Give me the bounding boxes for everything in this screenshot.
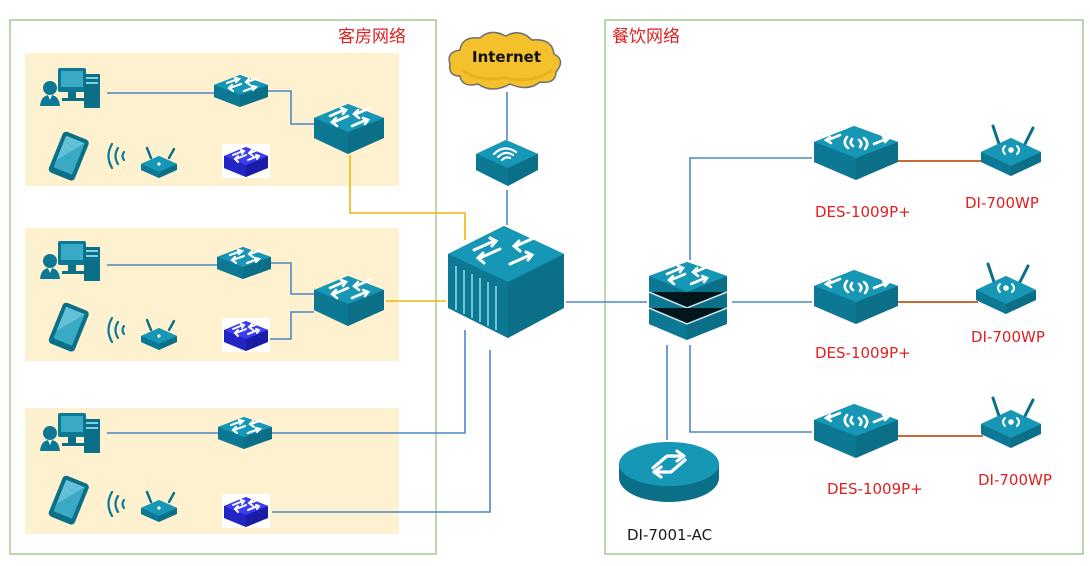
ap-label: DI-700WP — [978, 471, 1052, 489]
internet-label: Internet — [472, 48, 541, 66]
poe-switch-icon — [812, 268, 900, 326]
controller-label: DI-7001-AC — [627, 526, 712, 544]
poe-switch-icon — [812, 402, 900, 460]
access-point-icon — [974, 262, 1038, 316]
guest-region-frame — [9, 19, 437, 555]
poe-switch-label: DES-1009P+ — [815, 203, 911, 221]
dining-region-frame — [604, 19, 1084, 555]
poe-switch-icon — [812, 124, 900, 182]
lan-links — [107, 90, 812, 513]
uplink-links — [349, 155, 466, 302]
ap-label: DI-700WP — [965, 194, 1039, 212]
modem-icon — [474, 138, 540, 188]
access-point-icon — [979, 396, 1043, 450]
core-switch-icon — [446, 224, 566, 340]
ac-controller-icon — [617, 440, 721, 504]
poe-switch-label: DES-1009P+ — [815, 344, 911, 362]
switch-icon — [221, 143, 271, 179]
switch-icon — [221, 317, 271, 353]
guest-region-title: 客房网络 — [338, 27, 406, 47]
access-point-icon — [979, 124, 1043, 178]
poe-switch-label: DES-1009P+ — [827, 480, 923, 498]
ap-label: DI-700WP — [971, 328, 1045, 346]
switch-icon — [221, 493, 271, 529]
ap-links — [898, 160, 983, 437]
aggregation-switch-icon — [647, 260, 729, 342]
dining-region-title: 餐饮网络 — [612, 27, 680, 47]
